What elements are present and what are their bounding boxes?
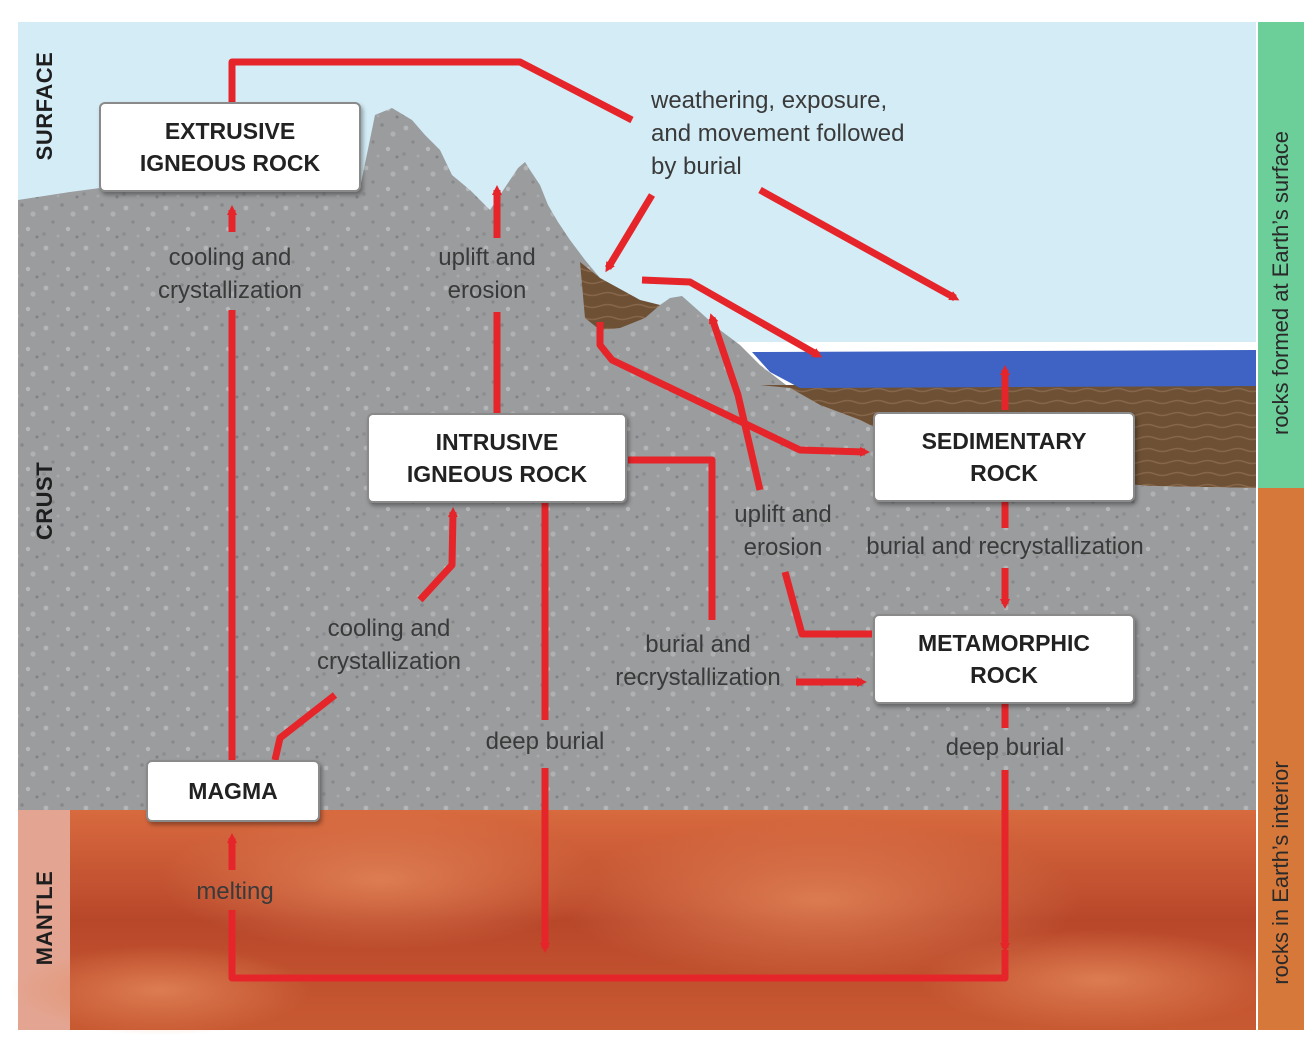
cooling-crystallization-mid-label: cooling and crystallization (316, 615, 462, 675)
intrusive-igneous-rock-box: INTRUSIVE IGNEOUS ROCK (367, 413, 627, 503)
burial-recrystallization-mid-label: burial and recrystallization (615, 631, 781, 691)
sedimentary-line-1: SEDIMENTARY (921, 428, 1087, 454)
melting-label: melting (196, 878, 274, 905)
intrusive-line-1: INTRUSIVE (435, 429, 559, 455)
surface-rocks-band (1258, 22, 1304, 488)
intrusive-line-2: IGNEOUS ROCK (406, 461, 588, 487)
metamorphic-line-2: ROCK (970, 662, 1038, 688)
cycle-arrows (227, 58, 1010, 982)
interior-rocks-label: rocks in Earth’s interior (1268, 761, 1293, 985)
cooling-crystallization-top-label: cooling and crystallization (157, 244, 303, 304)
interior-rocks-band (1258, 488, 1304, 1030)
magma-box: MAGMA (146, 760, 320, 822)
weathering-label: weathering, exposure, and movement follo… (651, 87, 905, 180)
surface-layer-label: SURFACE (32, 51, 57, 161)
magma-label: MAGMA (188, 778, 278, 804)
uplift-erosion-top-label: uplift and erosion (438, 244, 536, 304)
crust-layer-label: CRUST (32, 461, 57, 541)
surface-rocks-label: rocks formed at Earth’s surface (1268, 130, 1293, 435)
sedimentary-rock-box: SEDIMENTARY ROCK (873, 412, 1135, 502)
surface-layer-band (18, 22, 70, 212)
extrusive-line-1: EXTRUSIVE (164, 118, 296, 144)
sedimentary-line-2: ROCK (970, 460, 1038, 486)
extrusive-igneous-rock-box: EXTRUSIVE IGNEOUS ROCK (99, 102, 361, 192)
extrusive-line-2: IGNEOUS ROCK (139, 150, 321, 176)
burial-recrystallization-right-label: burial and recrystallization (866, 533, 1144, 560)
metamorphic-rock-box: METAMORPHIC ROCK (873, 614, 1135, 704)
uplift-erosion-mid-label: uplift and erosion (734, 501, 832, 561)
deep-burial-right-label: deep burial (945, 734, 1065, 761)
sediment-outcrop (580, 262, 660, 330)
deep-burial-left-label: deep burial (485, 728, 605, 755)
metamorphic-line-1: METAMORPHIC (917, 630, 1091, 656)
mantle-layer-label: MANTLE (32, 870, 57, 966)
